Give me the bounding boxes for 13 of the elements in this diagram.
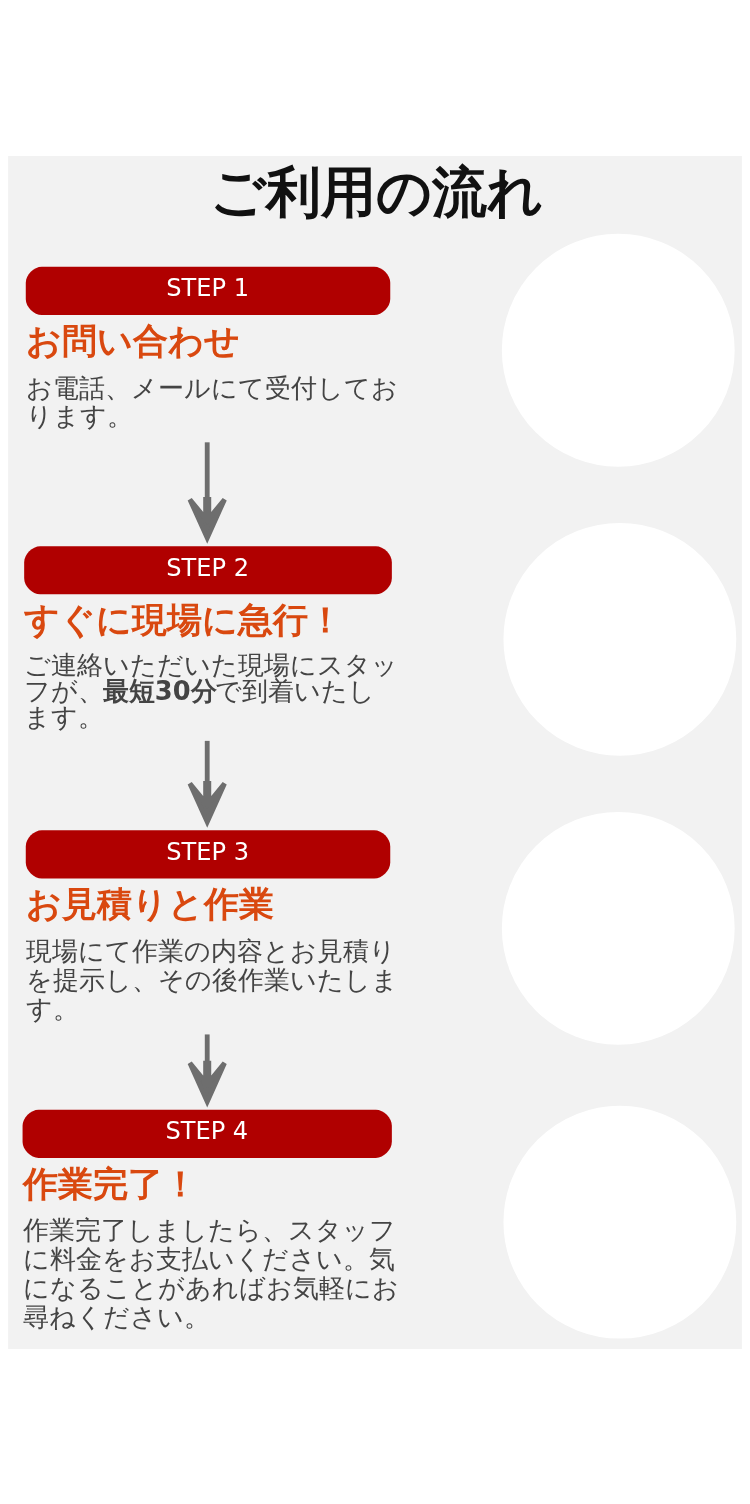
node-label: ご連絡いただいた現場にスタッフが、最短30分で到着いたします。 (24, 649, 399, 732)
node-label: 作業完了しましたら、スタッフに料金をお支払いください。気になることがあればお気軽にお尋ねください。 (22, 1214, 399, 1332)
node-box: STEP 3 (25, 829, 391, 879)
node-label: 作業完了！ (22, 1162, 198, 1204)
node-label: お見積りと作業 (25, 882, 274, 924)
diagram-title: ご利用の流れ (210, 159, 544, 224)
node-box: STEP 1 (25, 266, 391, 315)
node-label: お電話、メールにて受付しております。 (25, 372, 398, 431)
node-box: STEP 4 (22, 1109, 392, 1158)
node-label: すぐに現場に急行！ (24, 598, 344, 640)
node-label: 現場にて作業の内容とお見積りを提示し、その後作業いたします。 (25, 935, 398, 1024)
node-box: STEP 2 (24, 545, 392, 594)
node-label: お問い合わせ (25, 319, 240, 361)
